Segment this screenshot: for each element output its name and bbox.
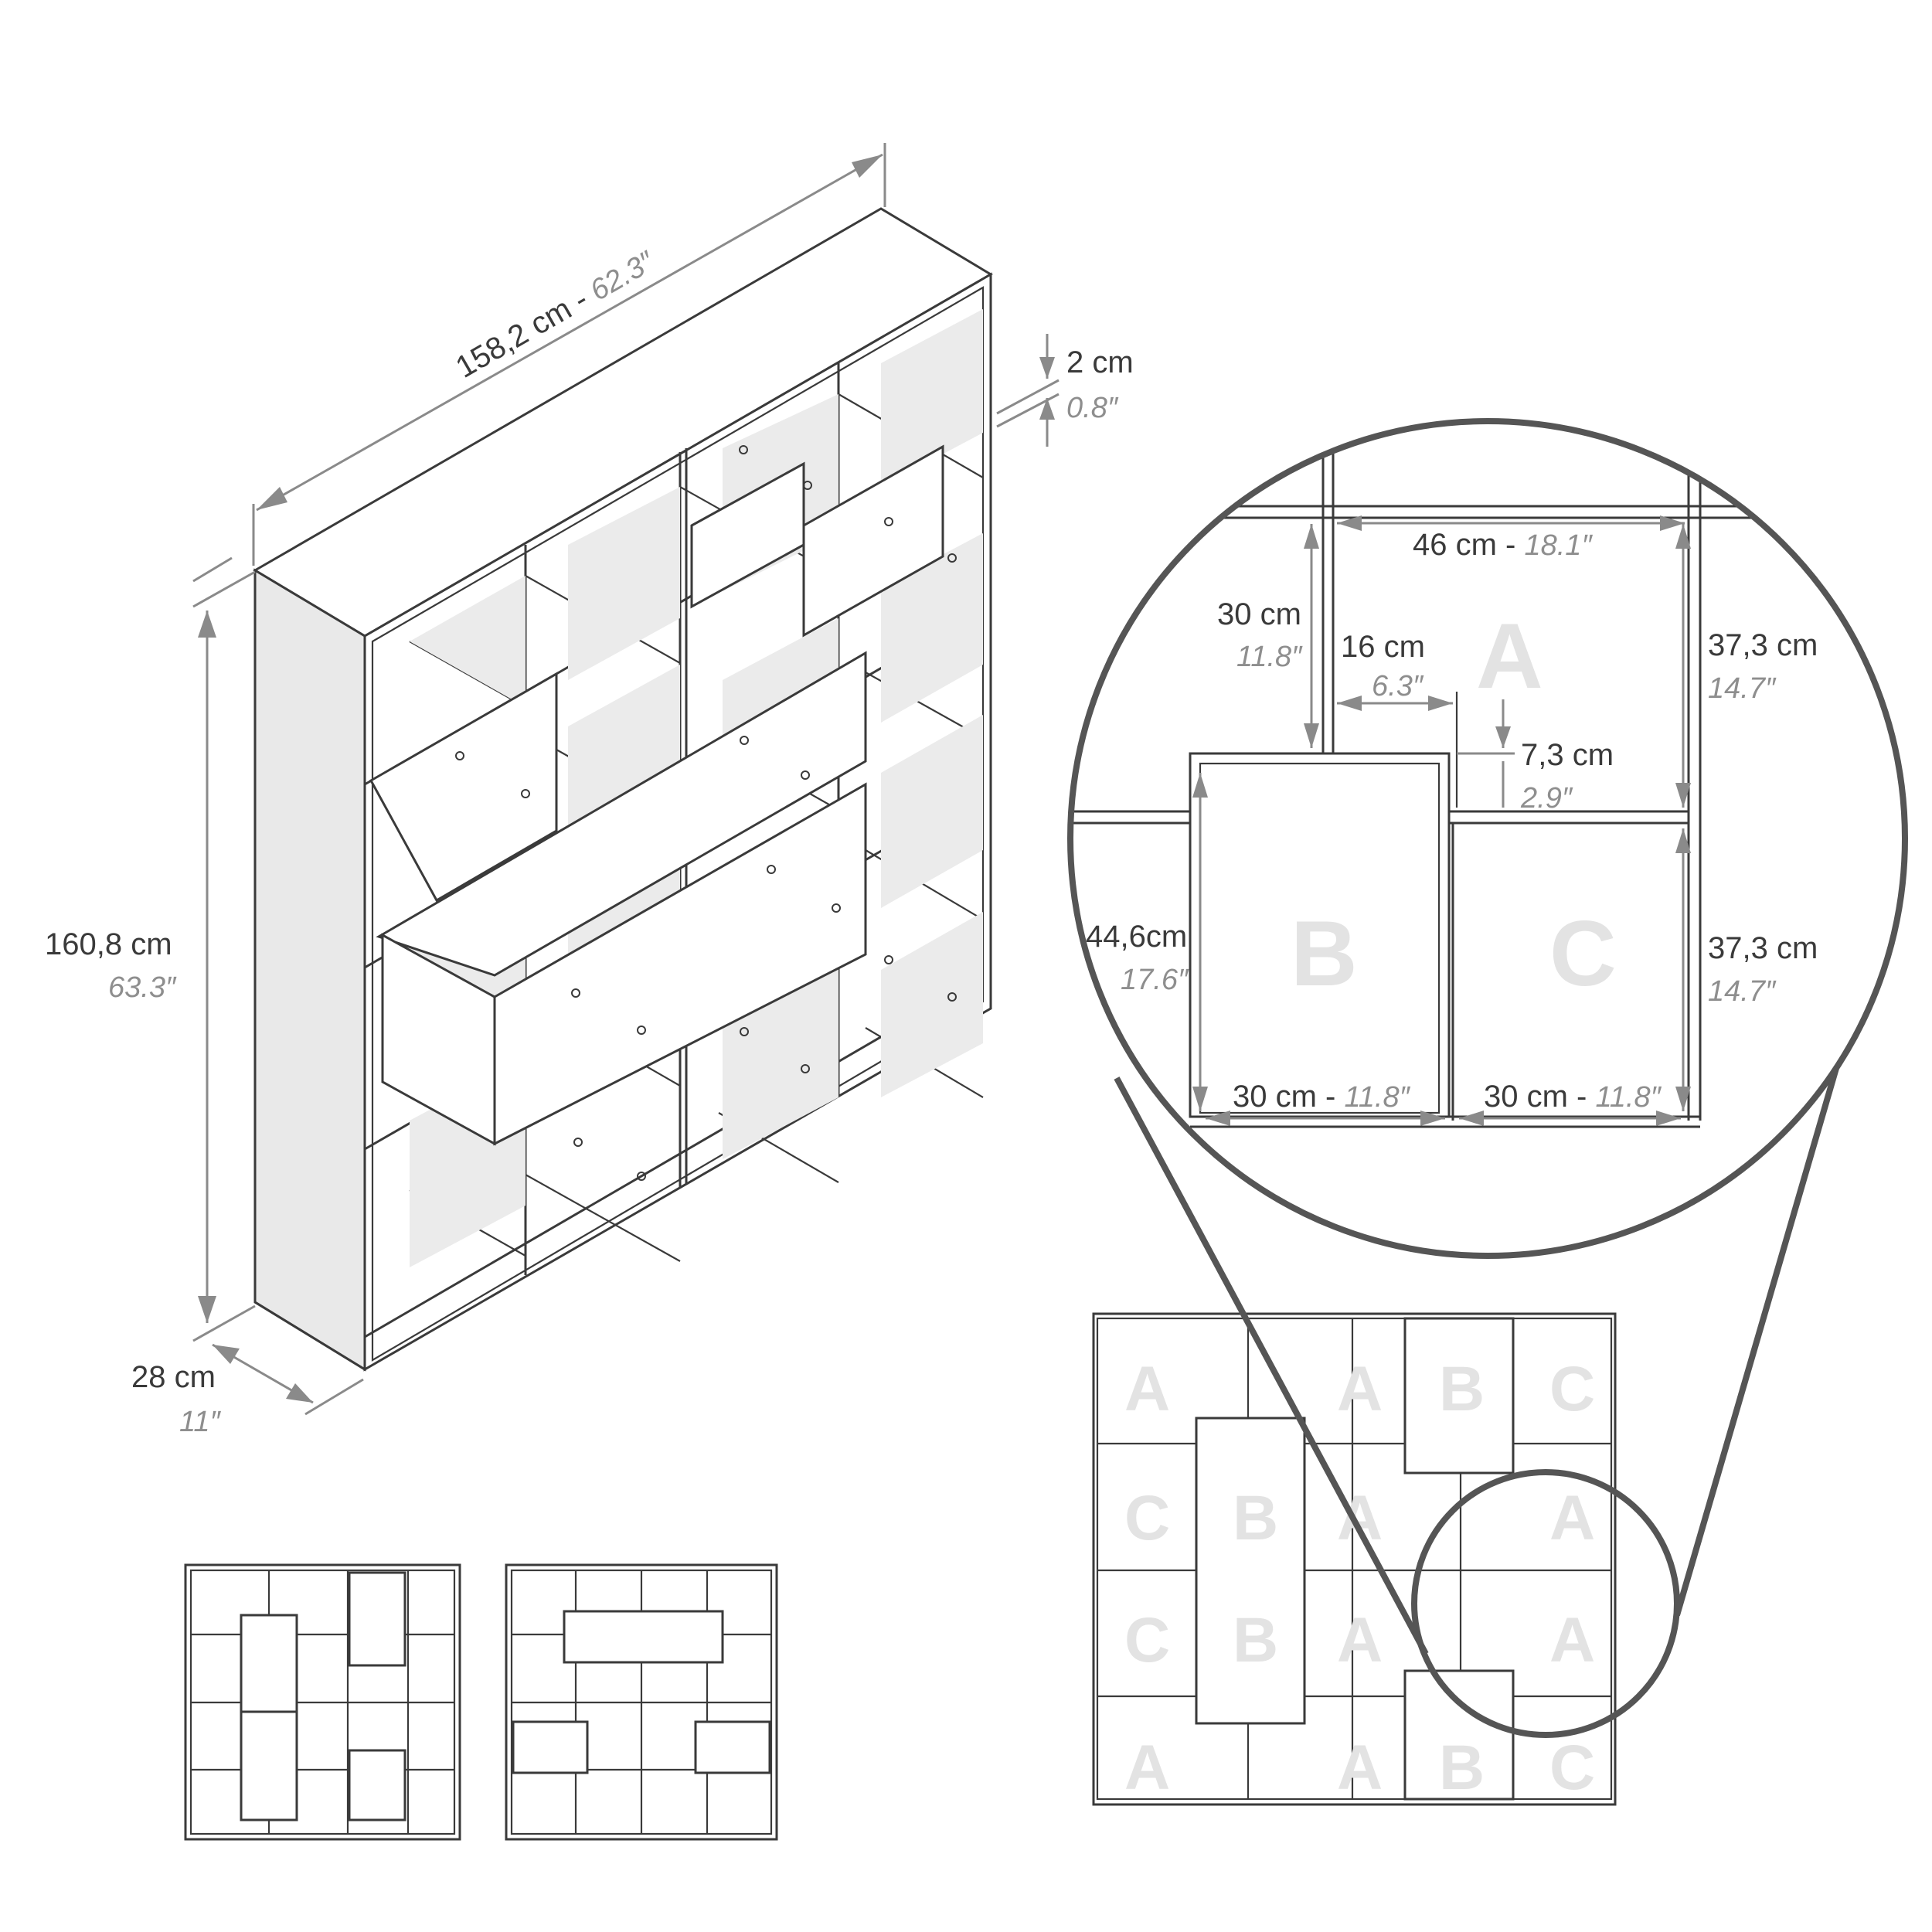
- grid-letter: B: [1439, 1354, 1485, 1424]
- depth-cm-label: 28 cm: [131, 1360, 216, 1394]
- detail-offset-inch: 6.3″: [1372, 670, 1424, 702]
- configuration-thumbnail-1: [184, 1563, 461, 1841]
- grid-letter: C: [1124, 1605, 1170, 1675]
- magnifier: [1114, 1003, 1858, 1738]
- detail-right-bottom-inch: 14.7″: [1708, 975, 1777, 1008]
- grid-letter: A: [1124, 1354, 1170, 1424]
- grid-letter: A: [1337, 1733, 1383, 1803]
- configuration-thumbnail-2: [505, 1563, 778, 1841]
- grid-letter: A: [1337, 1354, 1383, 1424]
- grid-letter: B: [1233, 1483, 1278, 1553]
- detail-a-height-cm: 30 cm: [1217, 597, 1301, 631]
- bookcase-isometric: [253, 207, 993, 1372]
- detail-offset-cm: 16 cm: [1341, 630, 1425, 664]
- grid-letter: A: [1549, 1605, 1595, 1675]
- thickness-cm-label: 2 cm: [1066, 345, 1134, 379]
- detail-a-height-inch: 11.8″: [1236, 641, 1303, 673]
- detail-right-top-cm: 37,3 cm: [1708, 628, 1818, 662]
- depth-dimension: [212, 1343, 364, 1416]
- detail-right-top-inch: 14.7″: [1708, 672, 1777, 705]
- grid-letter: B: [1439, 1733, 1485, 1803]
- grid-letter: A: [1124, 1733, 1170, 1803]
- grid-letter: C: [1549, 1733, 1595, 1803]
- detail-b-width-label: 30 cm - 11.8″: [1233, 1080, 1411, 1114]
- grid-letter: C: [1124, 1483, 1170, 1553]
- detail-c-width-label: 30 cm - 11.8″: [1484, 1080, 1662, 1114]
- height-cm-label: 160,8 cm: [45, 927, 172, 961]
- detail-a-width-label: 46 cm - 18.1″: [1413, 528, 1593, 562]
- height-inch-label: 63.3″: [108, 971, 177, 1004]
- detail-step-inch: 2.9″: [1520, 782, 1573, 815]
- grid-letter: C: [1549, 1354, 1595, 1424]
- detail-letter-c: C: [1549, 902, 1617, 1005]
- thickness-dimension: [996, 334, 1060, 447]
- height-dimension: [192, 570, 256, 1342]
- layout-grid-letters: A A B C C B A A C B A A A A B C: [1124, 1354, 1595, 1803]
- detail-right-bottom-cm: 37,3 cm: [1708, 931, 1818, 965]
- detail-letter-a: A: [1476, 604, 1543, 708]
- detail-circle: [1067, 418, 1908, 1259]
- grid-letter: A: [1549, 1483, 1595, 1553]
- detail-letter-b: B: [1291, 902, 1358, 1005]
- detail-b-height-cm: 44,6cm: [1086, 920, 1187, 954]
- width-dimension: [192, 143, 886, 583]
- depth-inch-label: 11″: [179, 1406, 221, 1438]
- detail-step-cm: 7,3 cm: [1521, 738, 1614, 772]
- thickness-inch-label: 0.8″: [1066, 392, 1119, 424]
- grid-letter: A: [1337, 1483, 1383, 1553]
- detail-dimension-arrows: [1192, 515, 1691, 1126]
- grid-letter: A: [1337, 1605, 1383, 1675]
- detail-b-height-inch: 17.6″: [1121, 964, 1189, 996]
- layout-grid: [1092, 1312, 1617, 1806]
- grid-letter: B: [1233, 1605, 1278, 1675]
